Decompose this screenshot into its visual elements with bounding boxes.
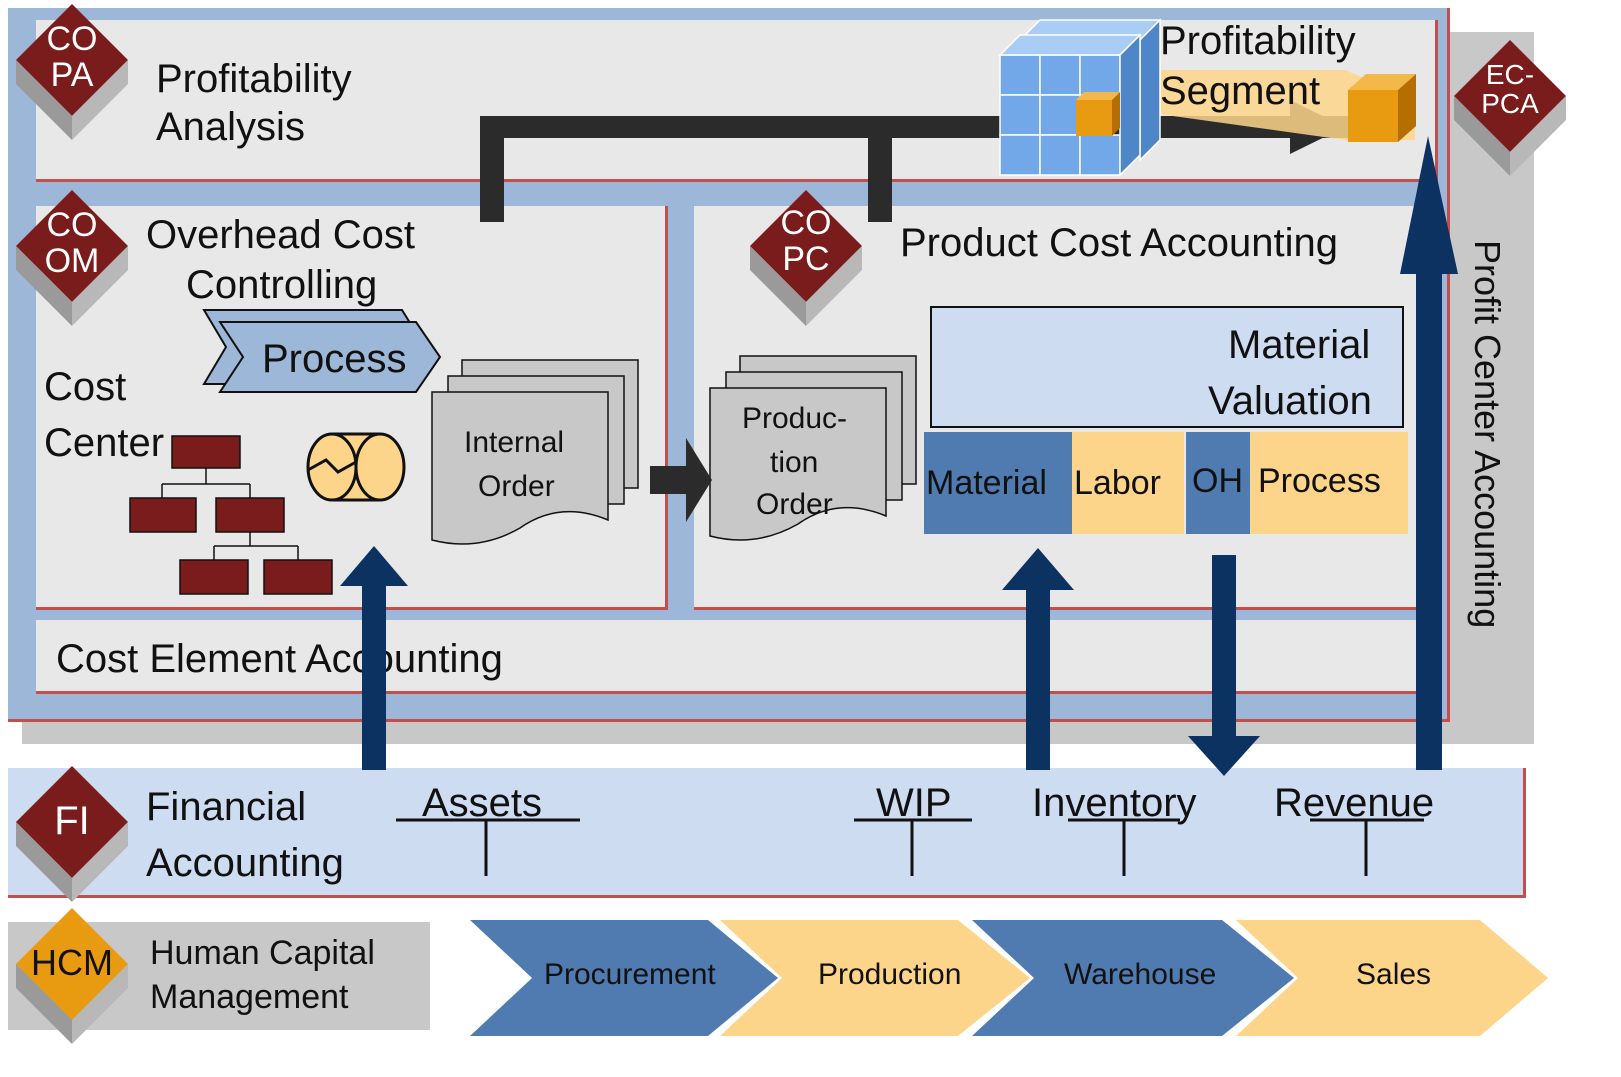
ecpca-badge-icon [1454,40,1566,176]
account-wip: WIP [876,781,952,825]
cycle-icon-coom [306,432,406,502]
coom-badge-label: CO OM [44,206,100,280]
hcm-badge-label: HCM [31,942,113,983]
cost-element-title: Cost Element Accounting [56,637,503,681]
internal-order-document-icon [431,359,639,545]
cost-component-oh-label: OH [1192,462,1243,500]
fi-badge-icon [16,766,128,902]
production-chevron [720,920,1030,1036]
profit-center-accounting-label: Profit Center Accounting [1467,240,1508,629]
copc-badge-label: CO PC [780,204,832,278]
copa-title-line2: Analysis [156,105,305,149]
hcm-title-line2: Management [150,978,349,1016]
production-order-document-icon [709,355,917,541]
cost-component-labor-label: Labor [1074,464,1161,502]
fi-title-line2: Accounting [146,841,344,885]
valuation-line2: Valuation [1208,379,1372,423]
sales-chevron [1236,920,1548,1036]
copa-badge-label: CO PA [46,20,98,94]
hcm-title-line1: Human Capital [150,934,375,972]
process-sales-label: Sales [1356,958,1432,991]
account-assets: Assets [422,781,543,825]
cost-component-oh [1186,432,1250,534]
process-warehouse-label: Warehouse [1064,958,1217,991]
process-procurement-label: Procurement [544,958,716,991]
coom-title-line2: Controlling [186,263,378,307]
segment-line2: Segment [1160,69,1321,113]
order-settlement-arrow [650,438,712,522]
production-order-line3: Order [756,488,833,521]
internal-order-line1: Internal [464,426,565,459]
account-inventory: Inventory [1032,781,1197,825]
coom-title-line1: Overhead Cost [146,213,416,257]
copa-badge-icon [16,4,128,140]
t-accounts [396,818,1424,876]
valuation-line1: Material [1228,323,1371,367]
org-chart-icon [129,435,333,595]
process-chevron-icon [202,309,442,393]
cost-component-process [1250,432,1408,534]
fi-title-line1: Financial [146,785,307,829]
copa-title-line1: Profitability [156,57,352,101]
material-valuation-box [930,306,1404,428]
production-order-line2: tion [770,446,819,479]
account-revenue: Revenue [1274,781,1435,825]
cost-element-panel [36,620,1438,694]
process-chain [470,920,1548,1036]
cube-grid-icon [998,18,1162,177]
cost-component-material [924,432,1072,534]
segment-cube-icon [1348,74,1416,142]
internal-order-line2: Order [478,470,555,503]
process-label: Process [262,337,407,381]
copc-title: Product Cost Accounting [900,221,1339,265]
segment-line1: Profitability [1160,19,1356,63]
fi-badge-label: FI [54,799,90,843]
procurement-chevron [470,920,778,1036]
cost-center-line2: Center [44,421,165,465]
segment-highlight [1130,70,1415,140]
coom-badge-icon [16,190,128,326]
hcm-badge-icon [16,908,128,1044]
cost-center-line1: Cost [44,365,127,409]
process-production-label: Production [818,958,962,991]
selected-cube-icon [1076,92,1120,136]
fi-panel [8,768,1526,898]
copc-badge-icon [750,190,862,326]
cost-component-material-label: Material [926,464,1047,502]
cost-component-labor [1072,432,1184,534]
cost-component-process-label: Process [1258,462,1381,500]
warehouse-chevron [972,920,1294,1036]
ecpca-badge-label: EC- PCA [1481,59,1539,120]
navy-flow-arrows [340,136,1458,776]
production-order-line1: Produc- [742,402,848,435]
